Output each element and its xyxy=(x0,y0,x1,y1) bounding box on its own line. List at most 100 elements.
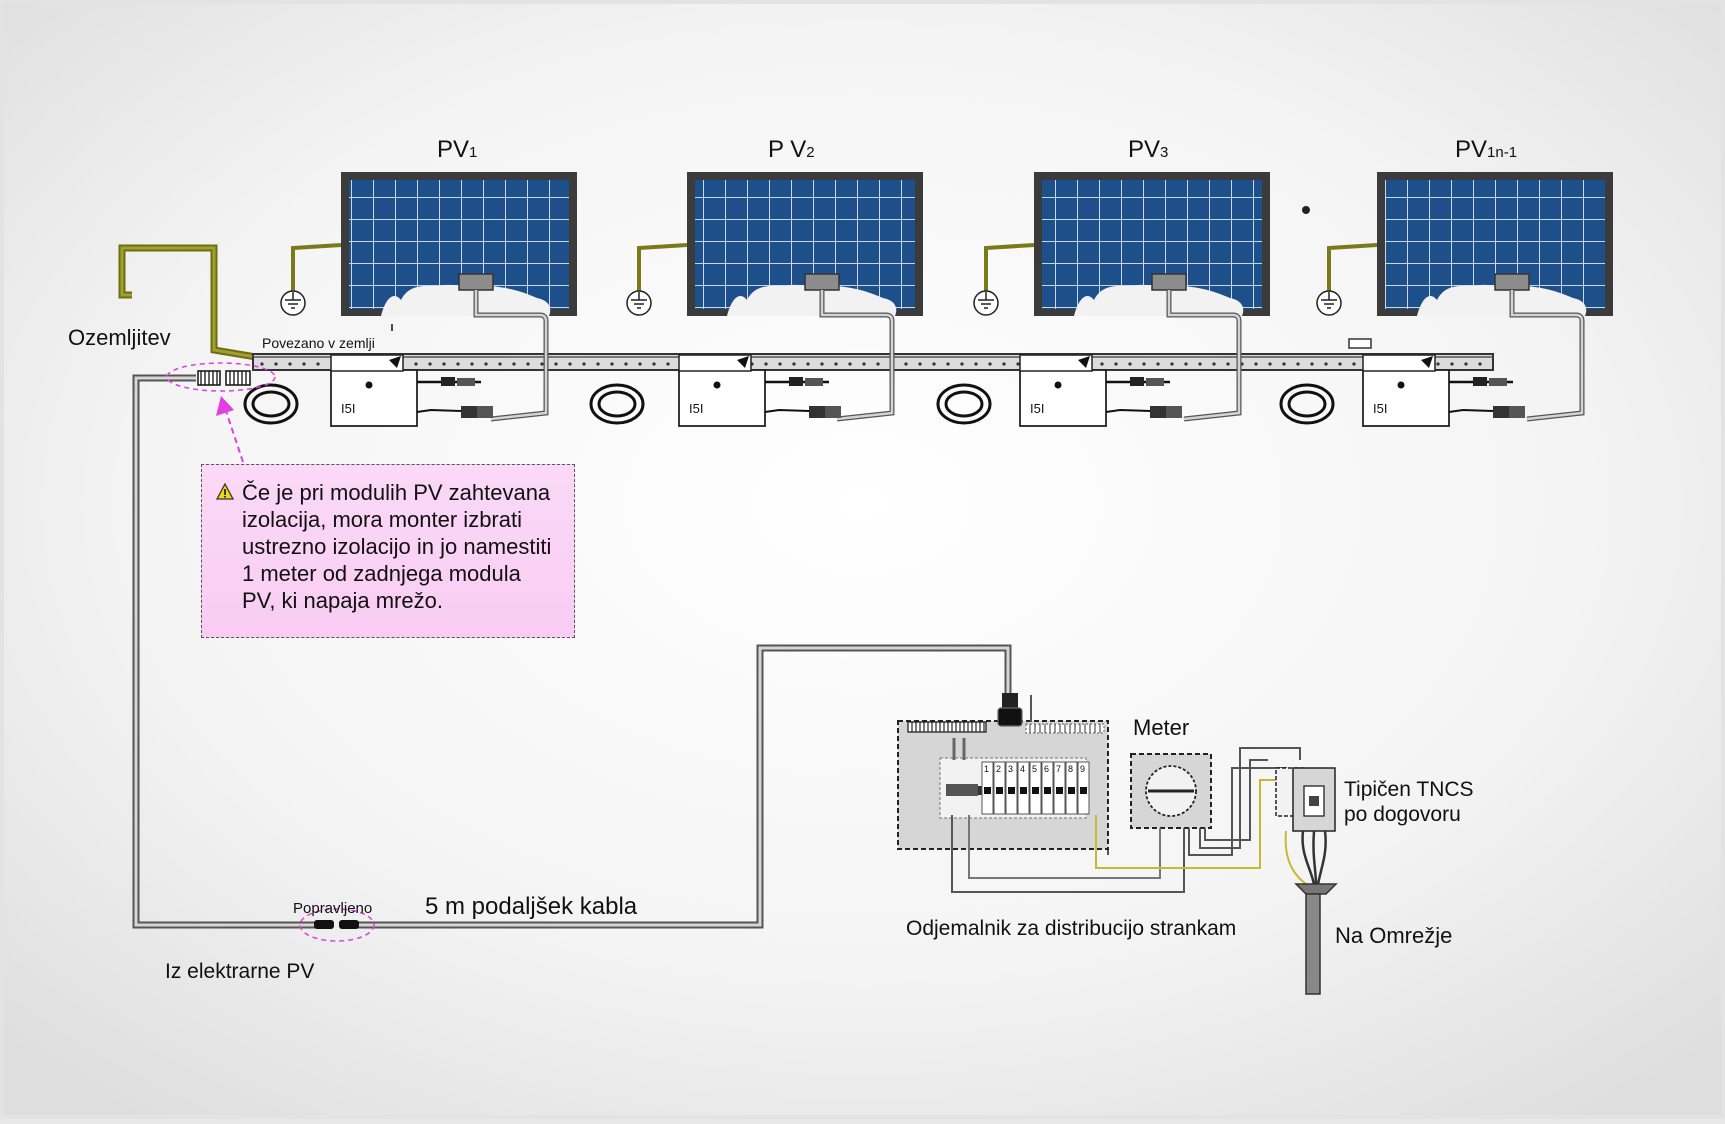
breaker-toggle xyxy=(984,787,991,794)
meter-label: Meter xyxy=(1133,715,1189,740)
panel-label-3: PV3 xyxy=(1128,136,1168,163)
mounting-rail xyxy=(252,353,1494,371)
inverter-mount xyxy=(1362,354,1436,372)
rail-hole xyxy=(974,362,978,366)
fixed-connector-a xyxy=(314,920,334,929)
rail-hole xyxy=(442,362,446,366)
inverter-mount xyxy=(678,354,752,372)
rail-hole xyxy=(540,362,544,366)
ac-connector xyxy=(441,377,455,386)
microinverter xyxy=(1019,369,1107,427)
cable-coil-outer xyxy=(936,383,992,425)
dc-connector-b xyxy=(477,406,493,418)
breaker-toggle xyxy=(1008,787,1015,794)
distribution-label: Odjemalnik za distribucijo strankam xyxy=(906,917,1236,940)
breaker-number: 8 xyxy=(1068,764,1073,774)
dc-connector-a xyxy=(1150,406,1166,418)
panel-cutaway xyxy=(1074,284,1244,316)
panel-cutaway xyxy=(1417,284,1587,316)
rail-hole xyxy=(274,362,278,366)
dc-connector-a xyxy=(1493,406,1509,418)
panel-ground-wire xyxy=(637,243,688,292)
breaker-number: 5 xyxy=(1032,764,1037,774)
breaker-toggle xyxy=(1020,787,1027,794)
rail-hole xyxy=(484,362,488,366)
rail-hole xyxy=(1282,362,1286,366)
breaker-toggle xyxy=(996,787,1003,794)
ground-label: Ozemljitev xyxy=(68,325,171,350)
breaker-toggle xyxy=(1080,787,1087,794)
panel-cable xyxy=(1510,290,1584,421)
inverter-label: I5I xyxy=(341,401,355,416)
rail-hole xyxy=(1212,362,1216,366)
board-terminal-right-ticks xyxy=(1029,724,1101,733)
wire-board-meter-a xyxy=(951,815,1185,893)
panel-cable xyxy=(820,290,894,421)
cable-gland xyxy=(1294,883,1338,895)
rail-hole xyxy=(596,362,600,366)
ground-symbol-lines xyxy=(1321,292,1337,309)
board-terminal-left xyxy=(907,721,987,733)
rail-hole xyxy=(1464,362,1468,366)
rail-hole xyxy=(624,362,628,366)
note-line-4: 1 meter od zadnjega modula xyxy=(242,561,521,586)
rail-hole xyxy=(1450,362,1454,366)
inverter-bracket xyxy=(737,356,749,368)
panel-label-2: P V2 xyxy=(768,136,815,163)
fixed-highlight xyxy=(299,908,375,942)
rail-hole xyxy=(904,362,908,366)
rail-hole xyxy=(1016,362,1020,366)
from-plant-label: Iz elektrarne PV xyxy=(165,960,314,983)
tncs-label-line2: po dogovoru xyxy=(1344,803,1461,826)
trunk-cable xyxy=(134,376,322,927)
rail-hole xyxy=(512,362,516,366)
inverter-led xyxy=(365,381,373,389)
rail-hole xyxy=(764,362,768,366)
ac-connector xyxy=(1130,377,1144,386)
breaker-toggle xyxy=(1068,787,1075,794)
cable-coil-inner xyxy=(944,390,984,418)
isolation-highlight xyxy=(166,362,276,392)
breaker-toggle xyxy=(1056,787,1063,794)
main-breaker xyxy=(946,784,978,796)
cable-coil-inner xyxy=(1287,390,1327,418)
rail-hole xyxy=(414,362,418,366)
junction-box xyxy=(458,273,494,291)
rail-hole xyxy=(960,362,964,366)
rail-hole xyxy=(1296,362,1300,366)
inverter-bracket xyxy=(389,356,401,368)
rail-hole xyxy=(792,362,796,366)
inverter-bracket xyxy=(1078,356,1090,368)
rail-hole xyxy=(526,362,530,366)
breaker-number: 2 xyxy=(996,764,1001,774)
note-line-5: PV, ki napaja mrežo. xyxy=(242,588,443,613)
plug-body xyxy=(997,707,1023,727)
warning-icon xyxy=(216,483,234,500)
inverter-led xyxy=(1054,381,1062,389)
rail-hole xyxy=(848,362,852,366)
breaker-number: 4 xyxy=(1020,764,1025,774)
cable-coil-outer xyxy=(1279,383,1335,425)
panel-cutaway xyxy=(381,284,551,316)
rail-hole xyxy=(260,362,264,366)
extension-label: 5 m podaljšek kabla xyxy=(425,893,638,920)
cable-coil-inner xyxy=(597,390,637,418)
breaker-toggle xyxy=(1044,787,1051,794)
ground-symbol-icon xyxy=(1316,290,1342,316)
breaker-toggle xyxy=(1032,787,1039,794)
rail-hole xyxy=(638,362,642,366)
rail-hole xyxy=(946,362,950,366)
rail-hole xyxy=(652,362,656,366)
rail-hole xyxy=(932,362,936,366)
rail-hole xyxy=(1128,362,1132,366)
rail-hole xyxy=(1114,362,1118,366)
isolation-note: Če je pri modulih PV zahtevana izolacija… xyxy=(201,464,575,638)
ac-connector-cap xyxy=(805,378,823,386)
rail-hole xyxy=(1002,362,1006,366)
inverter-label: I5I xyxy=(1373,401,1387,416)
panel-ground-wire xyxy=(984,243,1035,292)
wire-meter-tncs-b xyxy=(1199,747,1301,849)
to-grid-label: Na Omrežje xyxy=(1335,923,1452,948)
grid-cable xyxy=(1305,893,1321,995)
